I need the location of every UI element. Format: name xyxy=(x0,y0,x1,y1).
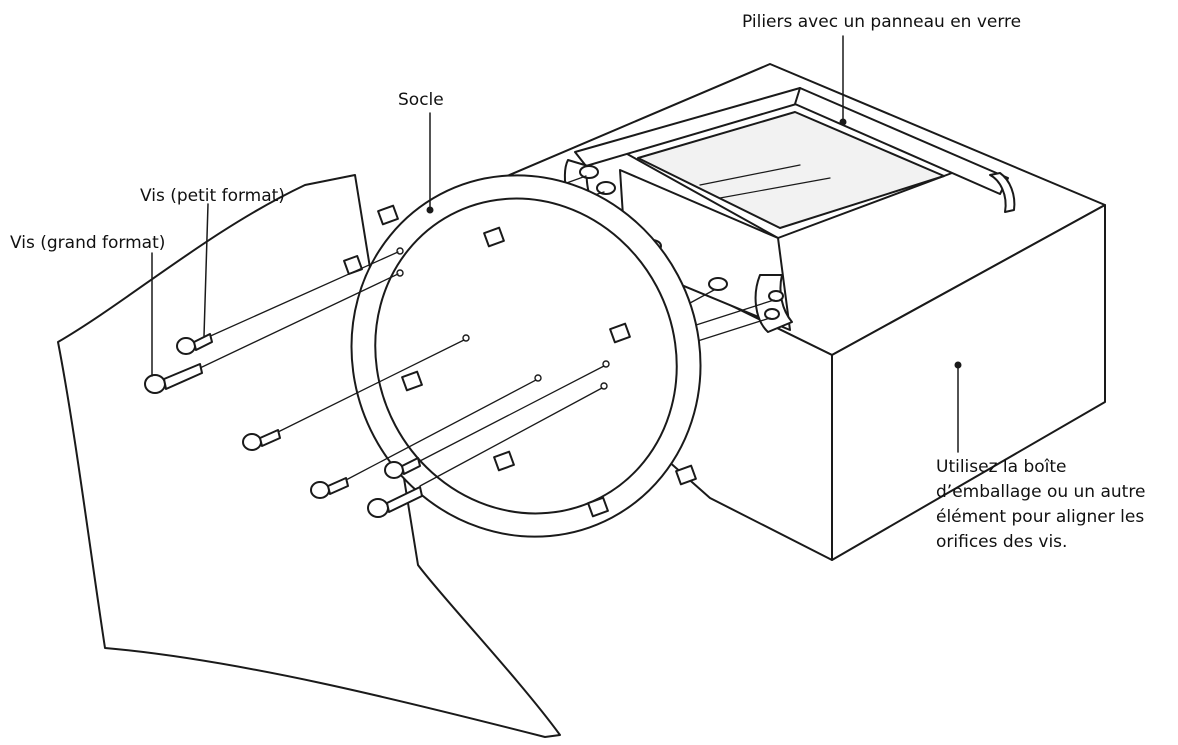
box-note-line: orifices des vis. xyxy=(936,530,1145,555)
box-note-line: d’emballage ou un autre xyxy=(936,480,1145,505)
label-pillars-glass-panel: Piliers avec un panneau en verre xyxy=(742,10,1021,35)
box-note-line: Utilisez la boîte xyxy=(936,455,1145,480)
box-note-line: élément pour aligner les xyxy=(936,505,1145,530)
label-large-screws: Vis (grand format) xyxy=(10,231,165,256)
leader-dot xyxy=(428,208,433,213)
label-base: Socle xyxy=(398,88,444,113)
label-small-screws: Vis (petit format) xyxy=(140,184,285,209)
label-packing-box-note: Utilisez la boîte d’emballage ou un autr… xyxy=(936,455,1145,555)
leader-dot xyxy=(841,120,846,125)
leader-dot xyxy=(956,363,961,368)
